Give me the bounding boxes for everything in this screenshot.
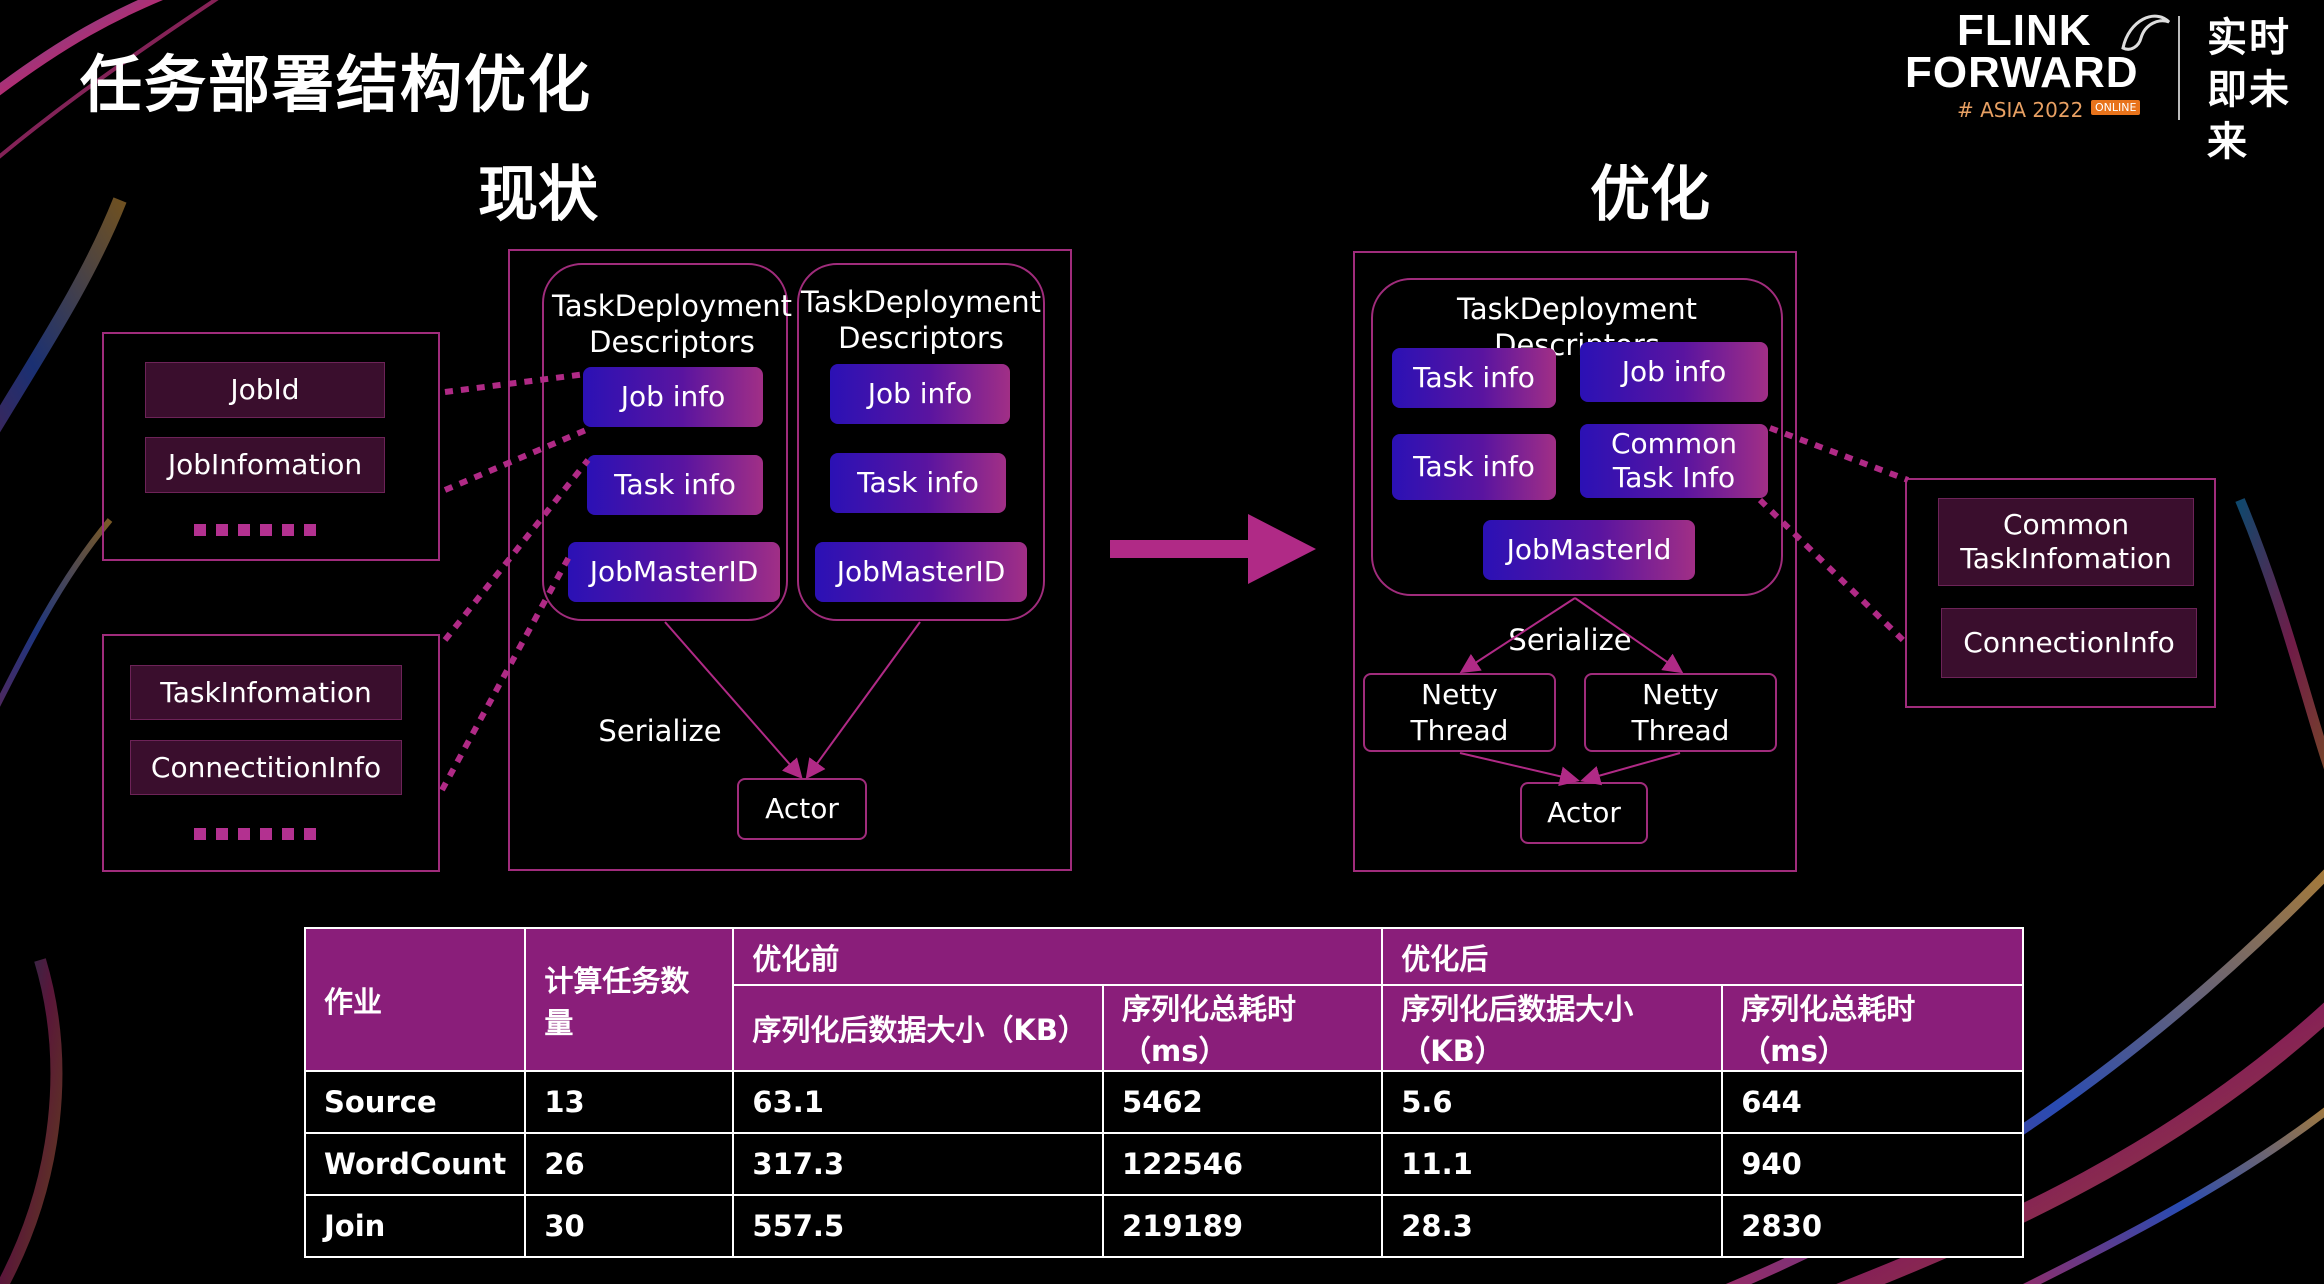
table-header-row-1: 作业 计算任务数量 优化前 优化后 [303, 927, 2024, 1072]
logo-cn-text: 实时即未来 [2207, 15, 2291, 165]
task-more-dots [194, 828, 326, 840]
job-info-group [102, 332, 440, 561]
cell-after-size: 11.1 [1381, 1132, 1724, 1196]
header-before: 优化前 [732, 927, 1384, 986]
optimized-serialize-label: Serialize [1508, 623, 1632, 657]
optimized-jobmasterid: JobMasterId [1483, 520, 1695, 580]
descriptor-1-header: TaskDeployment Descriptors [552, 289, 792, 359]
descriptor-1-job-info: Job info [583, 367, 763, 427]
page-title: 任务部署结构优化 [80, 48, 593, 121]
header-after-time: 序列化总耗时（ms） [1721, 984, 2024, 1072]
current-heading: 现状 [478, 160, 598, 230]
cell-after-time: 644 [1721, 1070, 2024, 1134]
job-more-dots [194, 524, 326, 536]
cell-after-time: 940 [1721, 1132, 2024, 1196]
cell-job: Join [303, 1194, 527, 1258]
optimized-task-info-2: Task info [1392, 434, 1556, 500]
task-info-group [102, 634, 440, 872]
optimized-common-task-info: Common Task Info [1580, 424, 1768, 498]
header-task-count: 计算任务数量 [524, 927, 735, 1072]
jobid-box: JobId [145, 362, 385, 418]
logo-online-badge: ONLINE [2091, 100, 2141, 115]
table-row: WordCount 26 317.3 122546 11.1 940 [303, 1132, 2024, 1196]
optimized-heading: 优化 [1590, 160, 1710, 230]
descriptor-2-task-info: Task info [830, 453, 1006, 513]
cell-job: Source [303, 1070, 527, 1134]
descriptor-2-jobmasterid: JobMasterID [815, 542, 1027, 602]
descriptor-2-job-info: Job info [830, 364, 1010, 424]
cell-task-count: 26 [524, 1132, 735, 1196]
cell-after-size: 28.3 [1381, 1194, 1724, 1258]
header-before-size: 序列化后数据大小（KB） [732, 984, 1105, 1072]
squirrel-icon [2121, 14, 2171, 51]
cell-before-size: 557.5 [732, 1194, 1105, 1258]
netty-thread-2: Netty Thread [1584, 673, 1777, 752]
header-after: 优化后 [1381, 927, 2024, 986]
jobinformation-box: JobInfomation [145, 437, 385, 493]
optimized-task-info-1: Task info [1392, 348, 1556, 408]
cell-task-count: 13 [524, 1070, 735, 1134]
logo-divider [2178, 16, 2180, 120]
descriptor-1-jobmasterid: JobMasterID [568, 542, 780, 602]
connectioninfo-optimized-box: ConnectionInfo [1941, 608, 2197, 678]
arrow-right-icon [1110, 514, 1316, 584]
cell-task-count: 30 [524, 1194, 735, 1258]
flink-forward-logo: FLINK FORWARD # ASIA 2022 ONLINE 实时即未来 [1905, 6, 2305, 166]
comparison-table: 作业 计算任务数量 优化前 优化后 序列化后数据大小（KB） 序列化总耗时（ms… [303, 927, 2024, 1258]
cell-before-size: 63.1 [732, 1070, 1105, 1134]
common-taskinformation-box: Common TaskInfomation [1938, 498, 2194, 586]
descriptor-2 [797, 263, 1045, 621]
cell-before-time: 122546 [1102, 1132, 1384, 1196]
header-before-time: 序列化总耗时（ms） [1102, 984, 1384, 1072]
descriptor-1-task-info: Task info [587, 455, 763, 515]
cell-job: WordCount [303, 1132, 527, 1196]
logo-forward-text: FORWARD [1905, 48, 2139, 97]
current-serialize-label: Serialize [598, 714, 722, 748]
optimized-actor-box: Actor [1520, 782, 1648, 844]
table-header-row-2: 序列化后数据大小（KB） 序列化总耗时（ms） 序列化后数据大小（KB） 序列化… [305, 984, 2024, 1072]
cell-after-time: 2830 [1721, 1194, 2024, 1258]
table-row: Join 30 557.5 219189 28.3 2830 [303, 1194, 2024, 1258]
optimized-job-info: Job info [1580, 342, 1768, 402]
logo-flink-text: FLINK [1957, 6, 2092, 55]
cell-before-time: 5462 [1102, 1070, 1384, 1134]
header-after-size: 序列化后数据大小（KB） [1381, 984, 1724, 1072]
netty-thread-1: Netty Thread [1363, 673, 1556, 752]
logo-asia-text: # ASIA 2022 [1957, 98, 2084, 122]
cell-after-size: 5.6 [1381, 1070, 1724, 1134]
table-row: Source 13 63.1 5462 5.6 644 [303, 1070, 2024, 1134]
cell-before-size: 317.3 [732, 1132, 1105, 1196]
taskinformation-box: TaskInfomation [130, 665, 402, 720]
connectioninfo-box: ConnectitionInfo [130, 740, 402, 795]
descriptor-2-header: TaskDeployment Descriptors [801, 285, 1041, 355]
current-actor-box: Actor [737, 778, 867, 840]
header-job: 作业 [303, 927, 527, 1072]
cell-before-time: 219189 [1102, 1194, 1384, 1258]
